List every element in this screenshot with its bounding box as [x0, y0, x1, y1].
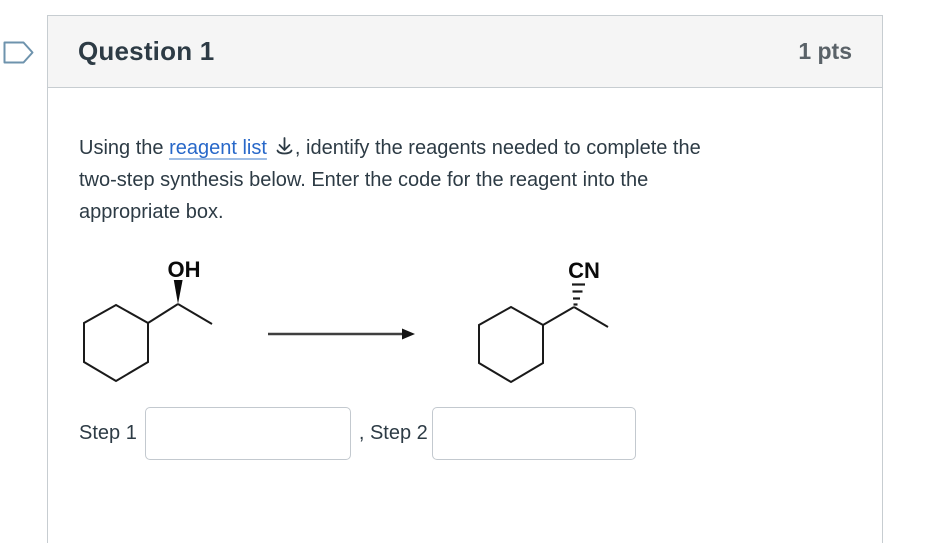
reaction-scheme: OH CN	[83, 257, 609, 384]
download-icon[interactable]	[274, 136, 295, 159]
reagent-list-link[interactable]: reagent list	[169, 137, 267, 159]
answer-row: Step 1 , Step 2	[79, 407, 636, 460]
question-text-prefix: Using the	[79, 137, 170, 159]
step2-input[interactable]	[431, 407, 636, 460]
question-header: Question 1 1 pts	[48, 15, 882, 88]
question-text-line2: two-step synthesis below. Enter the code…	[79, 169, 649, 191]
question-text: Using the reagent list , identify the rea…	[79, 132, 851, 228]
product-structure: CN	[478, 258, 609, 384]
reaction-arrow	[268, 328, 415, 340]
reactant-structure: OH	[83, 257, 213, 383]
question-text-line1-rest: , identify the reagents needed to comple…	[294, 137, 701, 159]
hash-bond	[572, 283, 585, 306]
flag-icon[interactable]	[3, 41, 34, 64]
oh-label: OH	[168, 257, 201, 282]
question-text-line3: appropriate box.	[79, 201, 224, 223]
wedge-bond	[173, 280, 183, 304]
step1-input[interactable]	[144, 407, 351, 460]
step1-label: Step 1	[79, 422, 137, 444]
question-title: Question 1	[78, 36, 215, 66]
question-text-line1: Using the reagent list , identify the rea…	[79, 132, 851, 164]
points-label: 1 pts	[798, 38, 852, 64]
cn-label: CN	[568, 258, 600, 283]
question-card: Question 1 1 pts Using the reagent list,…	[47, 15, 883, 543]
step2-label: , Step 2	[358, 422, 428, 444]
